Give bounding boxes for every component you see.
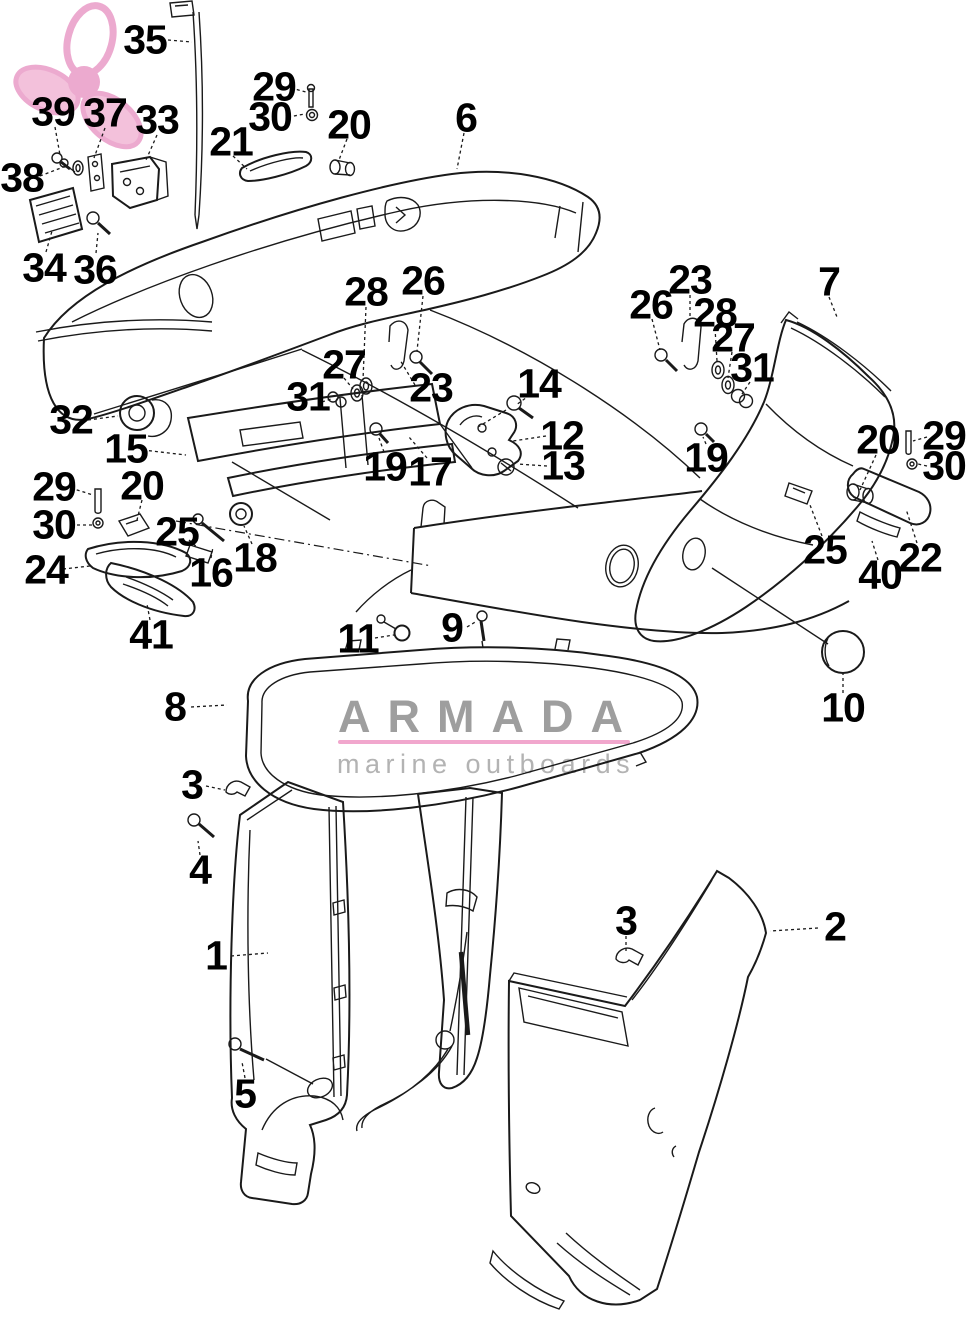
part-callout-39-1: 39 (31, 88, 76, 135)
part-callout-11-46: 11 (337, 615, 379, 662)
part-callout-23-15: 23 (668, 256, 713, 303)
part-callout-29-30: 29 (32, 463, 77, 510)
part-callout-35-0: 35 (123, 16, 168, 63)
part-callout-4-50: 4 (189, 846, 212, 893)
part-callout-36-11: 36 (73, 246, 118, 293)
part-callout-30-41: 30 (922, 442, 966, 489)
part-callout-30-32: 30 (32, 501, 77, 548)
part-callout-14-23: 14 (517, 360, 562, 407)
part-callout-28-12: 28 (344, 268, 389, 315)
part-callout-27-20: 27 (322, 341, 367, 388)
part-callout-18-35: 18 (233, 534, 278, 581)
part-callout-31-21: 31 (286, 373, 331, 420)
part-callout-31-18: 31 (730, 344, 775, 391)
part-callout-5-52: 5 (234, 1070, 257, 1117)
part-callout-30-5: 30 (248, 93, 293, 140)
part-callout-26-13: 26 (401, 257, 446, 304)
part-callout-21-6: 21 (209, 118, 254, 165)
part-callout-3-49: 3 (181, 761, 204, 808)
part-callout-10-45: 10 (821, 684, 866, 731)
part-callout-37-2: 37 (83, 89, 128, 136)
watermark-underline (338, 740, 630, 744)
part-callout-3-53: 3 (615, 897, 638, 944)
part-callout-6-8: 6 (455, 94, 478, 141)
part-callout-27-17: 27 (711, 314, 756, 361)
part-callout-20-7: 20 (327, 101, 372, 148)
part-callout-33-3: 33 (135, 96, 180, 143)
part-callout-19-28: 19 (363, 443, 408, 490)
part-callout-17-29: 17 (408, 448, 453, 495)
watermark-brand: ARMADA (338, 691, 640, 742)
part-callout-41-37: 41 (129, 611, 174, 658)
part-callout-24-33: 24 (24, 546, 69, 593)
part-callout-20-39: 20 (856, 416, 901, 463)
part-callout-25-42: 25 (803, 526, 848, 573)
part-callout-29-4: 29 (252, 63, 297, 110)
part-callout-20-31: 20 (120, 462, 165, 509)
part-callout-13-25: 13 (541, 442, 586, 489)
watermark-subtitle: marine outboards (337, 749, 636, 779)
part-callout-40-43: 40 (858, 551, 903, 598)
part-callout-15-27: 15 (104, 425, 149, 472)
part-callout-16-36: 16 (189, 549, 234, 596)
part-callout-9-47: 9 (441, 604, 464, 651)
part-callout-28-16: 28 (693, 289, 738, 336)
part-callout-25-34: 25 (155, 508, 200, 555)
part-callout-7-19: 7 (818, 258, 841, 305)
part-callout-19-38: 19 (684, 434, 729, 481)
part-callout-32-26: 32 (49, 396, 94, 443)
part-callout-29-40: 29 (922, 412, 966, 459)
part-callout-23-22: 23 (409, 364, 454, 411)
part-callout-26-14: 26 (629, 281, 674, 328)
part-callout-1-51: 1 (205, 932, 228, 979)
propeller-logo-icon (13, 2, 144, 150)
part-callout-2-54: 2 (824, 903, 847, 950)
part-callout-22-44: 22 (898, 534, 943, 581)
part-callout-38-9: 38 (0, 154, 45, 201)
part-callout-34-10: 34 (22, 244, 67, 291)
part-callout-12-24: 12 (540, 412, 585, 459)
part-callout-8-48: 8 (164, 683, 187, 730)
